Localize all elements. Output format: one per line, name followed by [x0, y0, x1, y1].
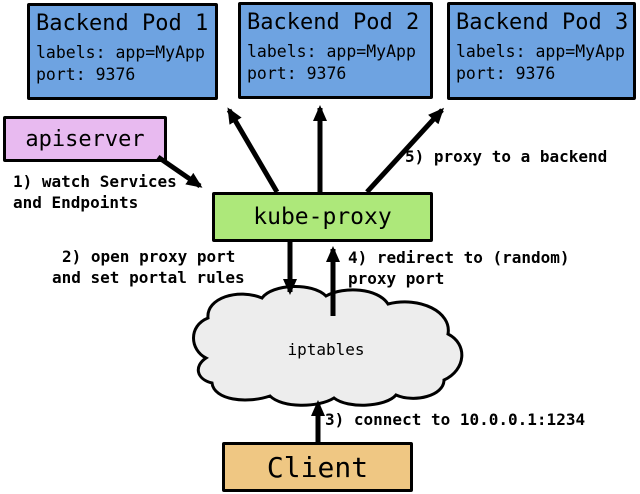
arrow-proxy-to-pod-1 — [226, 107, 280, 194]
annotation-step-1: 1) watch Services and Endpoints — [13, 172, 177, 213]
backend-pod-3-box: Backend Pod 3 labels: app=MyApp port: 93… — [447, 2, 636, 100]
pod-port: port: 9376 — [247, 63, 347, 83]
backend-pod-1-box: Backend Pod 1 labels: app=MyApp port: 93… — [27, 3, 218, 100]
backend-pod-2-box: Backend Pod 2 labels: app=MyApp port: 93… — [238, 2, 433, 99]
pod-labels: labels: app=MyApp — [456, 42, 625, 62]
apiserver-box: apiserver — [3, 116, 167, 162]
pod-title: Backend Pod 1 — [36, 11, 209, 36]
annotation-step-2: 2) open proxy port and set portal rules — [52, 247, 245, 288]
iptables-label: iptables — [287, 340, 365, 359]
annotation-step-4: 4) redirect to (random) proxy port — [348, 248, 570, 289]
annotation-step-3: 3) connect to 10.0.0.1:1234 — [325, 410, 586, 429]
client-box: Client — [222, 442, 413, 492]
pod-labels: labels: app=MyApp — [36, 43, 205, 63]
pod-port: port: 9376 — [36, 64, 136, 84]
pod-port: port: 9376 — [456, 63, 556, 83]
apiserver-label: apiserver — [25, 126, 145, 152]
kube-proxy-label: kube-proxy — [253, 204, 392, 230]
kube-proxy-box: kube-proxy — [212, 192, 433, 242]
annotation-step-5: 5) proxy to a backend — [405, 147, 608, 166]
pod-title: Backend Pod 3 — [456, 10, 629, 35]
pod-title: Backend Pod 2 — [247, 10, 420, 35]
pod-labels: labels: app=MyApp — [247, 42, 416, 62]
client-label: Client — [266, 450, 369, 484]
